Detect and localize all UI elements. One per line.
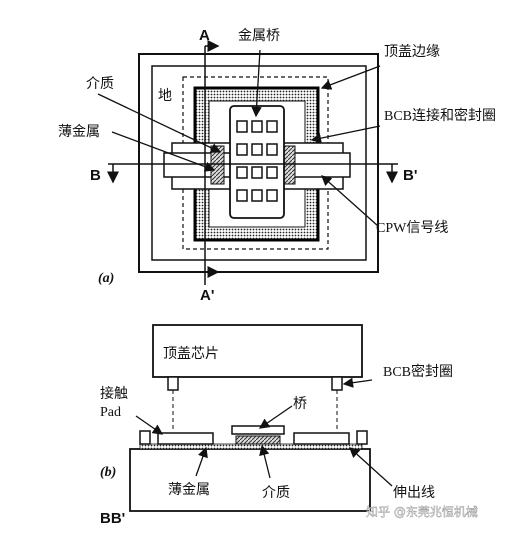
label-thin-metal-b: 薄金属 [168, 482, 210, 498]
dielectric-block [235, 435, 281, 445]
bridge-holes [236, 120, 278, 202]
leader-thin-metal [111, 131, 216, 172]
label-bridge-b: 桥 [293, 396, 307, 412]
label-bcb: BCB连接和密封圈 [384, 107, 496, 124]
leader-contact [135, 415, 164, 435]
leader-dielectric [97, 93, 222, 153]
leader-bcb [310, 125, 381, 144]
cap-chip [152, 324, 363, 378]
substrate [129, 448, 371, 512]
leader-thin-metal-b [195, 446, 208, 477]
leader-bridge-b [258, 405, 293, 429]
leader-cap-edge [320, 65, 381, 90]
label-ground: 地 [158, 88, 172, 104]
figure-a-top-view: 金属桥 顶盖边缘 介质 地 BCB连接和密封圈 薄金属 CPW信号线 A A' … [58, 27, 496, 304]
label-bridge: 金属桥 [238, 28, 280, 44]
label-dielectric-b: 介质 [262, 485, 290, 501]
label-bcb-seal: BCB密封圈 [383, 363, 453, 380]
figure-b-cross-section: 顶盖芯片 BCB密封圈 接触 Pad 桥 薄金属 介质 伸出线 (b) BB' [100, 324, 453, 527]
label-thin-metal: 薄金属 [58, 124, 100, 140]
label-cpw: CPW信号线 [376, 220, 448, 236]
bcb-post-sub-left [139, 430, 151, 445]
leader-bcb-seal [342, 377, 373, 388]
bcb-post-left [167, 376, 179, 391]
label-cap-edge: 顶盖边缘 [384, 44, 440, 60]
contact-pad-right [293, 432, 350, 445]
bridge-beam [231, 425, 285, 435]
label-section-a-prime: A' [200, 287, 214, 304]
contact-pad-left [157, 432, 214, 445]
label-contact: 接触 [100, 385, 128, 402]
leader-bridge [251, 49, 262, 118]
label-section-bb: BB' [100, 510, 125, 527]
panel-label-a: (a) [98, 271, 114, 286]
leader-dielectric-b [259, 444, 271, 479]
bcb-post-sub-right [356, 430, 368, 445]
label-section-b-prime: B' [403, 167, 417, 184]
label-bcb-text: BCB连接和密封圈 [384, 107, 496, 124]
leader-lead-out [349, 447, 393, 487]
bcb-post-right [331, 376, 343, 391]
label-lead-out: 伸出线 [393, 485, 435, 501]
label-cap-chip: 顶盖芯片 [163, 346, 219, 362]
panel-label-b: (b) [100, 465, 116, 480]
thin-metal-left [210, 145, 225, 185]
watermark-text: 知乎 @东莞兆恒机械 [366, 504, 478, 519]
label-section-b: B [90, 167, 101, 184]
label-section-a: A [199, 27, 210, 44]
label-pad: Pad [100, 405, 121, 420]
label-dielectric: 介质 [86, 76, 114, 92]
leader-cpw [321, 175, 379, 227]
